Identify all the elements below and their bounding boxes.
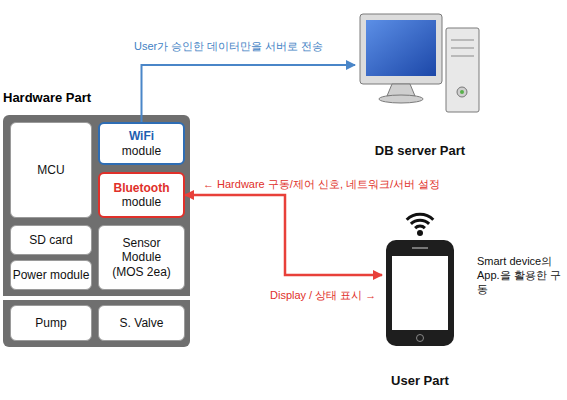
edge-label: User가 승인한 데이터만을 서버로 전송 bbox=[134, 40, 374, 54]
phone-screen bbox=[392, 256, 448, 330]
pump-box: Pump bbox=[10, 305, 92, 341]
phone-button bbox=[417, 335, 424, 342]
connector-arrow bbox=[185, 195, 382, 275]
node-text: WiFi bbox=[129, 129, 154, 143]
user-node: User Part bbox=[382, 205, 458, 388]
node-text: SD card bbox=[29, 233, 72, 247]
monitor-frame bbox=[360, 14, 442, 84]
node-text: Power module bbox=[13, 268, 90, 282]
wifi-arc bbox=[415, 226, 425, 228]
side-note: Smart device의 App.을 활용한 구동 bbox=[477, 255, 565, 296]
power-button bbox=[457, 87, 467, 97]
wifi-arc bbox=[407, 214, 434, 219]
db-server-node: DB server Part bbox=[355, 5, 485, 158]
power-module-box: Power module bbox=[10, 260, 92, 290]
node-text: Bluetooth bbox=[114, 181, 170, 195]
mcu-box: MCU bbox=[10, 122, 92, 218]
connector-arrow bbox=[142, 65, 356, 122]
band-separator bbox=[3, 296, 190, 300]
sensor-module-box: Sensor Module (MOS 2ea) bbox=[98, 225, 185, 290]
edge-label: ← Hardware 구동/제어 신호, 네트워크/서버 설정 bbox=[203, 178, 453, 192]
wifi-module-box: WiFimodule bbox=[98, 122, 185, 165]
node-text: Hardware Part bbox=[3, 90, 163, 105]
signal-note: Display / 상태 표시 → bbox=[270, 289, 400, 303]
node-text: Sensor Module (MOS 2ea) bbox=[112, 236, 172, 279]
smartphone-illustration bbox=[386, 214, 454, 346]
valve-box: S. Valve bbox=[98, 305, 185, 341]
node-text: User Part bbox=[391, 373, 449, 388]
node-text: module bbox=[122, 195, 161, 209]
power-led bbox=[460, 90, 464, 94]
hardware-frame: Hardware PartMCUWiFimoduleBluetoothmodul… bbox=[3, 115, 190, 347]
phone-speaker bbox=[412, 247, 428, 249]
wifi-arc bbox=[411, 220, 429, 224]
monitor-stand bbox=[387, 84, 415, 96]
node-text: Pump bbox=[35, 316, 66, 330]
drive-slot bbox=[451, 56, 474, 57]
phone-body bbox=[386, 240, 454, 346]
tower-case bbox=[446, 28, 479, 112]
monitor-screen bbox=[366, 20, 436, 76]
sd-card-box: SD card bbox=[10, 225, 92, 255]
node-text: DB server Part bbox=[375, 143, 465, 158]
node-text: module bbox=[122, 144, 161, 158]
node-text: MCU bbox=[37, 163, 64, 177]
wifi-dot bbox=[417, 230, 423, 236]
node-text: S. Valve bbox=[120, 316, 164, 330]
monitor-base bbox=[379, 95, 423, 103]
drive-slot bbox=[451, 40, 474, 41]
drive-slot bbox=[451, 48, 474, 49]
bluetooth-module-box: Bluetoothmodule bbox=[98, 172, 185, 218]
computer-illustration bbox=[360, 14, 479, 112]
